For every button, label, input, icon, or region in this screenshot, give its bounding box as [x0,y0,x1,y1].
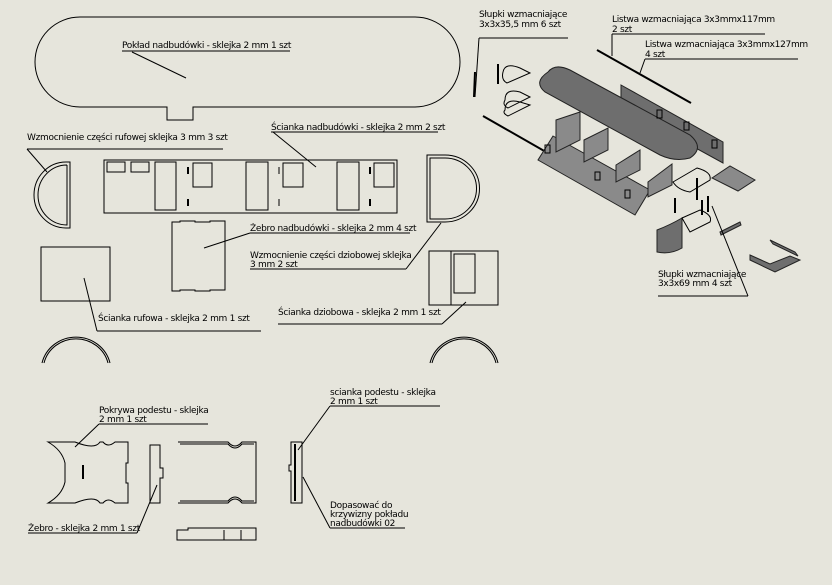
strip-117-label-1: Listwa wzmacniająca 3x3mmx117mm [612,15,775,25]
platform-wall-part [288,405,440,529]
fit-note-label-1: Dopasować do [330,500,393,511]
bow-reinforcement-part [250,154,480,270]
platform-wall-label-1: scianka podestu - sklejka [330,388,436,398]
platform-side-part [176,441,257,541]
bow-wall-label: Ścianka dziobowa - sklejka 2 mm 1 szt [278,306,441,318]
rib-part [28,444,164,534]
superstructure-rib-part [171,220,410,292]
bow-reinforcement-label-2: 3 mm 2 szt [250,260,298,270]
rib-label: Żebro - sklejka 2 mm 1 szt [28,523,141,534]
deck-label: Pokład nadbudówki - sklejka 2 mm 1 szt [122,40,292,51]
platform-cover-part [46,423,208,504]
strip-127-label-2: 4 szt [645,50,666,60]
fit-note-label-2: krzywizny pokładu [330,510,408,520]
posts-small-label-2: 3x3x35,5 mm 6 szt [479,20,562,30]
posts-large-label-2: 3x3x69 mm 4 szt [658,279,733,289]
fit-note-label-3: nadbudówki 02 [330,518,395,529]
bow-wall-part [278,250,499,364]
posts-small-label-1: Słupki wzmacniające [479,10,568,20]
strip-127-label-1: Listwa wzmacniająca 3x3mmx127mm [645,40,808,50]
superstructure-wall-label: Ścianka nadbudówki - sklejka 2 mm 2 szt [271,121,446,133]
platform-cover-label-1: Pokrywa podestu - sklejka [99,406,208,416]
superstructure-wall-part [103,131,438,214]
stern-wall-part [40,246,261,364]
stern-wall-label: Ścianka rufowa - sklejka 2 mm 1 szt [98,312,250,324]
superstructure-rib-label: Żebro nadbudówki - sklejka 2 mm 4 szt [250,223,417,234]
platform-cover-label-2: 2 mm 1 szt [99,415,147,425]
platform-wall-label-2: 2 mm 1 szt [330,397,378,407]
deck-part [34,16,461,121]
strip-117-label-2: 2 szt [612,25,633,35]
bow-reinforcement-label-1: Wzmocnienie części dziobowej sklejka [250,250,412,261]
posts-large-label-1: Słupki wzmacniające [658,270,747,280]
stern-reinforcement-label: Wzmocnienie części rufowej sklejka 3 mm … [27,132,228,143]
isometric-assembly [473,49,802,273]
stern-reinforcement-part [26,148,223,229]
